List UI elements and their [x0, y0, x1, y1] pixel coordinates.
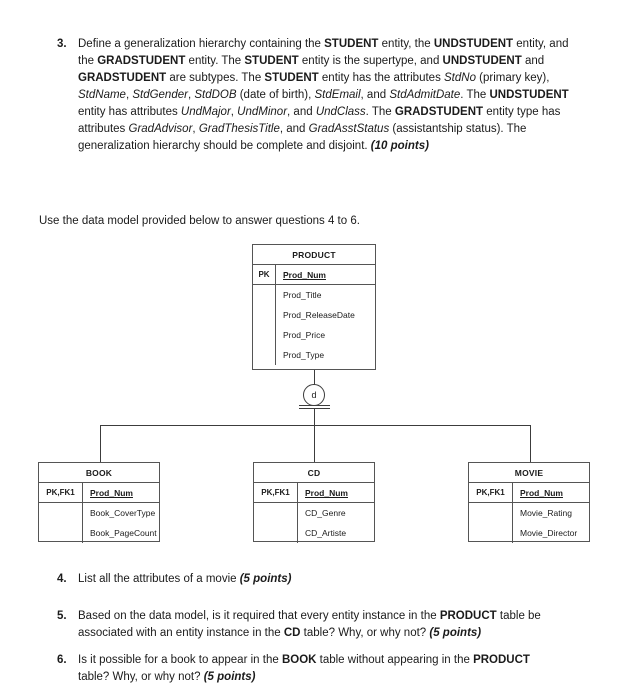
entity-book-row-0: PK,FK1 Prod_Num [39, 483, 159, 503]
question-5-text: Based on the data model, is it required … [78, 610, 541, 639]
attribute-name: CD_Genre [305, 508, 346, 518]
question-5: 5. Based on the data model, is it requir… [57, 608, 572, 642]
connector-disjoint-to-bus [314, 408, 315, 426]
question-5-number: 5. [57, 610, 67, 622]
connector-to-book [100, 425, 101, 462]
entity-movie-row-0: PK,FK1 Prod_Num [469, 483, 589, 503]
entity-movie-row-1: Movie_Rating [469, 503, 589, 523]
key-indicator [253, 305, 276, 325]
key-indicator [469, 523, 513, 543]
key-indicator [469, 503, 513, 523]
data-model-instruction: Use the data model provided below to ans… [39, 215, 360, 227]
entity-book-title: BOOK [39, 463, 159, 483]
attribute-name: Prod_Num [90, 488, 133, 498]
attribute-name: Prod_Num [305, 488, 348, 498]
key-indicator [253, 285, 276, 305]
entity-product-row-3: Prod_Price [253, 325, 375, 345]
key-indicator [254, 503, 298, 523]
entity-product-row-1: Prod_Title [253, 285, 375, 305]
question-6-number: 6. [57, 654, 67, 666]
entity-product-row-0: PK Prod_Num [253, 265, 375, 285]
connector-to-cd [314, 425, 315, 462]
question-3: 3. Define a generalization hierarchy con… [57, 36, 572, 155]
entity-book: BOOK PK,FK1 Prod_Num Book_CoverType Book… [38, 462, 160, 543]
entity-book-row-1: Book_CoverType [39, 503, 159, 523]
entity-movie-title: MOVIE [469, 463, 589, 483]
erd-diagram: PRODUCT PK Prod_Num Prod_Title Prod_Rele… [0, 240, 628, 550]
attribute-name: Movie_Director [520, 528, 578, 538]
question-3-text: Define a generalization hierarchy contai… [78, 38, 569, 152]
entity-product: PRODUCT PK Prod_Num Prod_Title Prod_Rele… [252, 244, 376, 370]
attribute-name: Movie_Rating [520, 508, 572, 518]
attribute-name: Prod_Title [283, 290, 322, 300]
entity-cd-row-0: PK,FK1 Prod_Num [254, 483, 374, 503]
completeness-line-upper-icon [299, 405, 330, 406]
question-6-text: Is it possible for a book to appear in t… [78, 654, 530, 683]
question-3-number: 3. [57, 38, 67, 50]
attribute-name: Book_CoverType [90, 508, 156, 518]
attribute-name: Prod_ReleaseDate [283, 310, 355, 320]
attribute-name: Prod_Num [520, 488, 563, 498]
key-indicator [253, 325, 276, 345]
entity-cd-title: CD [254, 463, 374, 483]
attribute-name: Prod_Price [283, 330, 326, 340]
question-4-text: List all the attributes of a movie (5 po… [78, 573, 292, 585]
connector-to-movie [530, 425, 531, 462]
attribute-name: Prod_Type [283, 350, 325, 360]
question-4: 4. List all the attributes of a movie (5… [57, 571, 572, 588]
attribute-name: Prod_Num [283, 270, 326, 280]
entity-product-title: PRODUCT [253, 245, 375, 265]
entity-movie-row-2: Movie_Director [469, 523, 589, 543]
entity-cd-row-2: CD_Artiste [254, 523, 374, 543]
connector-product-to-disjoint [314, 370, 315, 385]
key-indicator: PK,FK1 [39, 483, 83, 502]
entity-product-row-2: Prod_ReleaseDate [253, 305, 375, 325]
entity-movie: MOVIE PK,FK1 Prod_Num Movie_Rating Movie… [468, 462, 590, 543]
key-indicator [254, 523, 298, 543]
entity-cd: CD PK,FK1 Prod_Num CD_Genre CD_Artiste [253, 462, 375, 543]
key-indicator: PK,FK1 [254, 483, 298, 502]
question-4-number: 4. [57, 573, 67, 585]
connector-horizontal-bus [100, 425, 530, 426]
key-indicator [253, 345, 276, 365]
key-indicator [39, 503, 83, 523]
attribute-name: CD_Artiste [305, 528, 347, 538]
key-indicator: PK [253, 265, 276, 284]
entity-book-row-2: Book_PageCount [39, 523, 159, 543]
question-6: 6. Is it possible for a book to appear i… [57, 652, 572, 686]
attribute-name: Book_PageCount [90, 528, 157, 538]
entity-cd-row-1: CD_Genre [254, 503, 374, 523]
key-indicator [39, 523, 83, 543]
disjoint-symbol-icon: d [303, 384, 325, 406]
entity-product-row-4: Prod_Type [253, 345, 375, 365]
key-indicator: PK,FK1 [469, 483, 513, 502]
